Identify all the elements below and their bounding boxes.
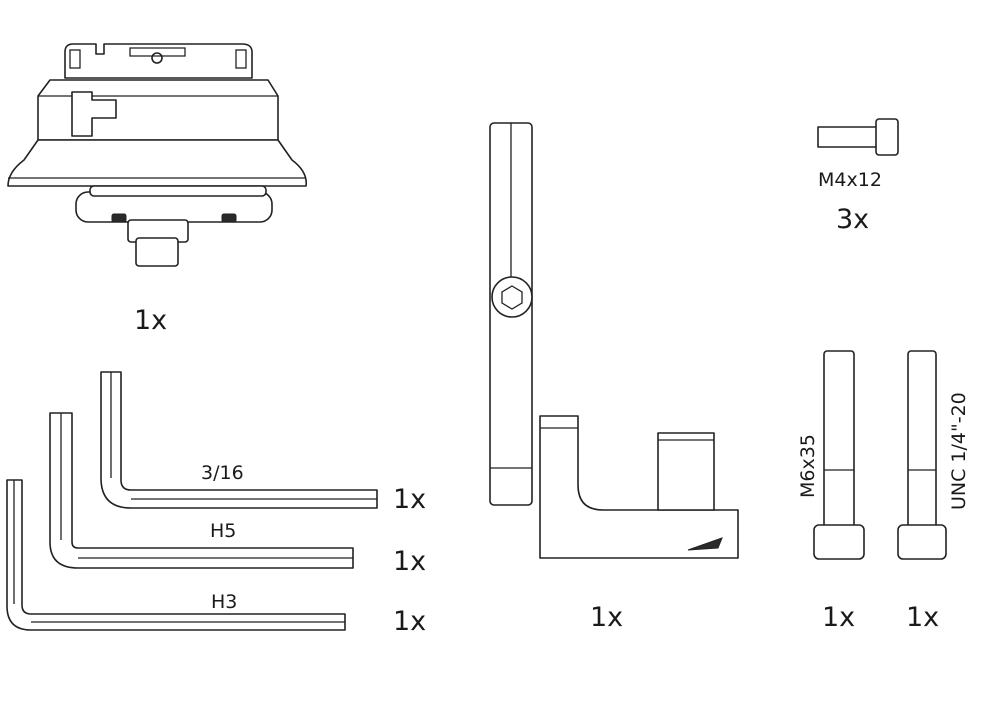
- m6-bolt-quantity: 1x: [822, 602, 855, 633]
- m6-bolt: [813, 350, 865, 560]
- hex-key-3-16-quantity: 1x: [393, 484, 426, 515]
- hex-key-h5-quantity: 1x: [393, 546, 426, 577]
- m4-screw-quantity: 3x: [836, 204, 869, 235]
- m6-bolt-label: M6x35: [797, 434, 819, 498]
- bracket-quantity: 1x: [590, 602, 623, 633]
- unc-bolt-quantity: 1x: [906, 602, 939, 633]
- hex-key-h5-label: H5: [210, 520, 236, 542]
- hex-key-h3-quantity: 1x: [393, 606, 426, 637]
- hex-key-h5: [49, 412, 354, 569]
- unc-bolt: [897, 350, 947, 560]
- unc-bolt-label: UNC 1/4"-20: [948, 392, 970, 510]
- hex-key-3-16-label: 3/16: [201, 462, 244, 484]
- l-bracket: [489, 122, 739, 559]
- mount-quantity: 1x: [134, 305, 167, 336]
- m4-screw-label: M4x12: [818, 169, 882, 191]
- hex-key-h3-label: H3: [211, 591, 237, 613]
- hex-key-3-16: [100, 371, 378, 509]
- m4-screw: [817, 118, 899, 156]
- hex-key-h3: [6, 479, 346, 631]
- quick-release-mount: [7, 43, 308, 267]
